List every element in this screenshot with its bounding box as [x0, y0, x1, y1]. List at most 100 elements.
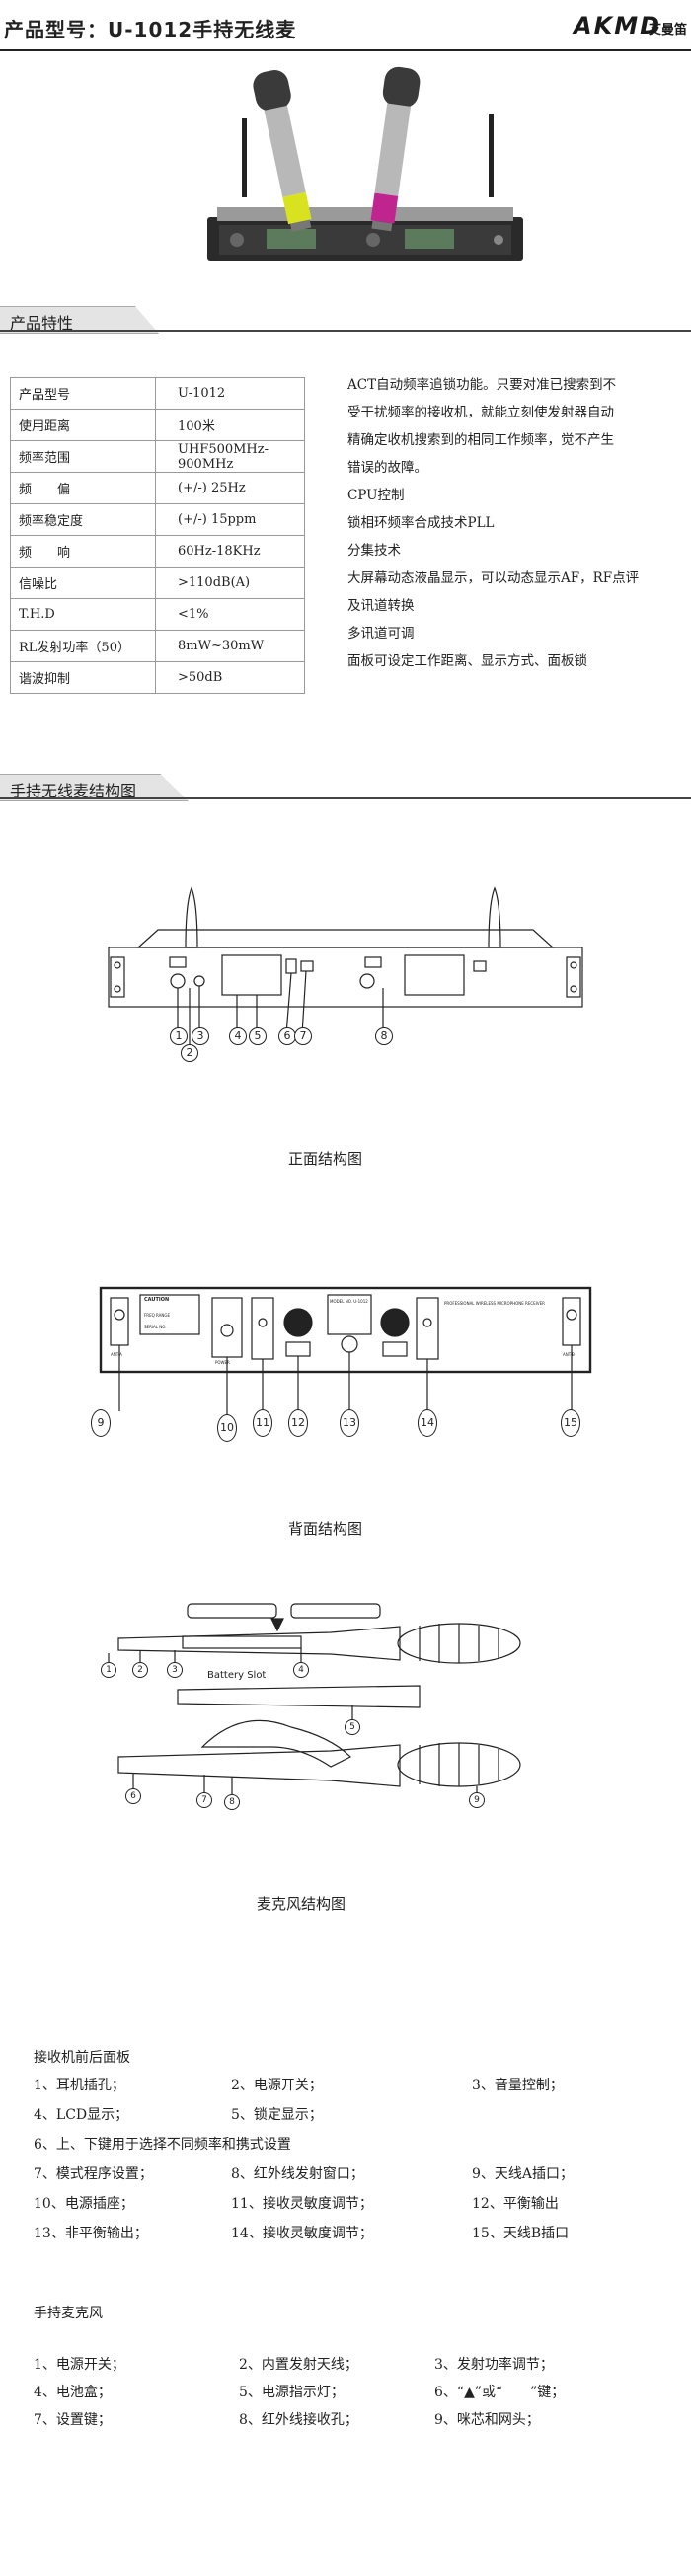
- spec-value: >50dB: [155, 661, 305, 694]
- rf-sens-b: [416, 1297, 439, 1360]
- legend-item: 2、电源开关；: [231, 2078, 323, 2093]
- mic-callout-1: 1: [101, 1662, 116, 1678]
- knob-b: [366, 233, 380, 247]
- legend-item: 13、非平衡输出；: [34, 2226, 148, 2241]
- headphone-jack: [170, 973, 186, 989]
- product-photo-svg: [207, 66, 523, 261]
- legend-item: 15、天线B插口: [472, 2226, 570, 2241]
- spec-key: 使用距离: [10, 409, 156, 441]
- feature-item: 多讯道可调: [347, 626, 415, 642]
- battery-1: [187, 1603, 277, 1619]
- spec-row: RL发射功率（50）8mW~30mW: [10, 630, 305, 662]
- volume-knob: [193, 975, 205, 987]
- power-block: [211, 1297, 243, 1358]
- spec-row: 谐波抑制>50dB: [10, 661, 305, 694]
- callout-3: 3: [192, 1027, 209, 1045]
- mic-callout-4: 4: [293, 1662, 309, 1678]
- caution-label: [139, 1294, 200, 1335]
- mic-callout-3: 3: [167, 1662, 183, 1678]
- model-text: MODEL NO. U-1012: [330, 1299, 368, 1304]
- spec-key: 频 偏: [10, 472, 156, 504]
- receiver-front: [219, 225, 511, 255]
- rack-ear-right: [566, 956, 581, 998]
- updown-keys: [300, 960, 314, 972]
- feature-list: ACT自动频率追锁功能。只要对准已搜索到不受干扰频率的接收机，就能立刻使发射器自…: [347, 371, 683, 675]
- spec-row: 信噪比>110dB(A): [10, 567, 305, 599]
- mic-callout-2: 2: [132, 1662, 148, 1678]
- legend-item: 12、平衡输出: [472, 2196, 559, 2212]
- legend-item: 2、内置发射天线；: [239, 2357, 358, 2373]
- mic-magenta: [370, 66, 421, 232]
- legend-item: 4、LCD显示；: [34, 2107, 129, 2123]
- mic-diagram: Battery Slot 1 2 3 4 5 6 7 8 9: [94, 1599, 568, 1836]
- mic-caption: 麦克风结构图: [257, 1895, 346, 1913]
- legend-item: 1、耳机插孔；: [34, 2078, 125, 2093]
- receiver-legend-title: 接收机前后面板: [34, 2050, 130, 2066]
- spec-key: 频 响: [10, 535, 156, 568]
- lcd-b: [405, 229, 454, 249]
- feature-item: 错误的故障。: [347, 460, 427, 476]
- legend-item: 8、红外线发射窗口；: [231, 2166, 364, 2182]
- feature-item: 大屏幕动态液晶显示，可以动态显示AF，RF点评: [347, 570, 640, 586]
- section-title: 产品特性: [10, 314, 74, 333]
- brand-logo-cn: 艾曼笛: [648, 23, 687, 38]
- balanced-out-a: [283, 1308, 313, 1337]
- lcd-display-a: [221, 954, 282, 996]
- mic-callout-5: 5: [345, 1719, 360, 1735]
- legend-row: 1、电源开关；2、内置发射天线；3、发射功率调节；: [34, 2351, 665, 2379]
- rear-panel-svg: [99, 1286, 592, 1416]
- model-plate: [327, 1294, 372, 1335]
- callout-4: 4: [229, 1027, 247, 1045]
- callout-8: 8: [375, 1027, 393, 1045]
- battery-slot: [182, 1635, 302, 1649]
- spec-value: 60Hz-18KHz: [155, 535, 305, 568]
- spec-value: (+/-) 15ppm: [155, 503, 305, 536]
- legend-row: 7、设置键；8、红外线接收孔；9、咪芯和网头；: [34, 2406, 665, 2434]
- spec-key: 频率稳定度: [10, 503, 156, 536]
- brand-logo: AKMD: [574, 12, 661, 39]
- callout-10: 10: [217, 1414, 237, 1442]
- legend-row: 10、电源插座；11、接收灵敏度调节；12、平衡输出: [34, 2189, 665, 2219]
- spec-value: <1%: [155, 598, 305, 631]
- product-photo: [148, 59, 563, 296]
- caution-text: CAUTION: [144, 1297, 170, 1303]
- callout-1: 1: [170, 1027, 188, 1045]
- legend-item: 10、电源插座；: [34, 2196, 134, 2212]
- callout-7: 7: [294, 1027, 312, 1045]
- feature-item: 分集技术: [347, 543, 401, 559]
- front-antenna-left: [185, 886, 198, 948]
- feature-item: 面板可设定工作距离、显示方式、面板锁: [347, 653, 587, 669]
- spec-value: >110dB(A): [155, 567, 305, 599]
- header-rule: [0, 49, 691, 51]
- front-antenna-right: [488, 886, 501, 948]
- battery-2: [290, 1603, 381, 1619]
- legend-item: 7、设置键；: [34, 2412, 112, 2428]
- ant-b-text: ANT-B: [563, 1352, 575, 1357]
- legend-row: 6、上、下键用于选择不同频率和携式设置: [34, 2130, 665, 2159]
- feature-item: 受干扰频率的接收机，就能立刻使发射器自动: [347, 405, 614, 420]
- spec-key: 产品型号: [10, 377, 156, 410]
- feature-item: CPU控制: [347, 488, 405, 503]
- page-title: 产品型号：U-1012手持无线麦: [4, 18, 297, 41]
- legend-item: 6、“▲”或“ ”键；: [434, 2385, 566, 2400]
- callout-12: 12: [288, 1409, 308, 1437]
- legend-row: 4、LCD显示；5、锁定显示；: [34, 2100, 665, 2130]
- section-header-structure: 手持无线麦结构图: [0, 774, 691, 801]
- lock-indicator: [285, 958, 297, 974]
- ant-b-block: [562, 1297, 581, 1346]
- feature-item: 锁相环频率合成技术PLL: [347, 515, 495, 531]
- section-title: 手持无线麦结构图: [10, 782, 137, 800]
- legend-item: 1、电源开关；: [34, 2357, 125, 2373]
- legend-row: 1、耳机插孔；2、电源开关；3、音量控制；: [34, 2071, 665, 2100]
- callout-2: 2: [181, 1044, 198, 1062]
- ant-a-block: [110, 1297, 129, 1346]
- legend-row: 4、电池盒；5、电源指示灯；6、“▲”或“ ”键；: [34, 2379, 665, 2406]
- hand-sketch: [200, 1719, 352, 1768]
- balanced-out-b: [380, 1308, 410, 1337]
- front-chassis-top: [136, 929, 555, 948]
- callout-14: 14: [418, 1409, 437, 1437]
- mic-upper-body: [117, 1626, 401, 1661]
- front-panel-caption: 正面结构图: [288, 1150, 363, 1168]
- spec-key: T.H.D: [10, 598, 156, 631]
